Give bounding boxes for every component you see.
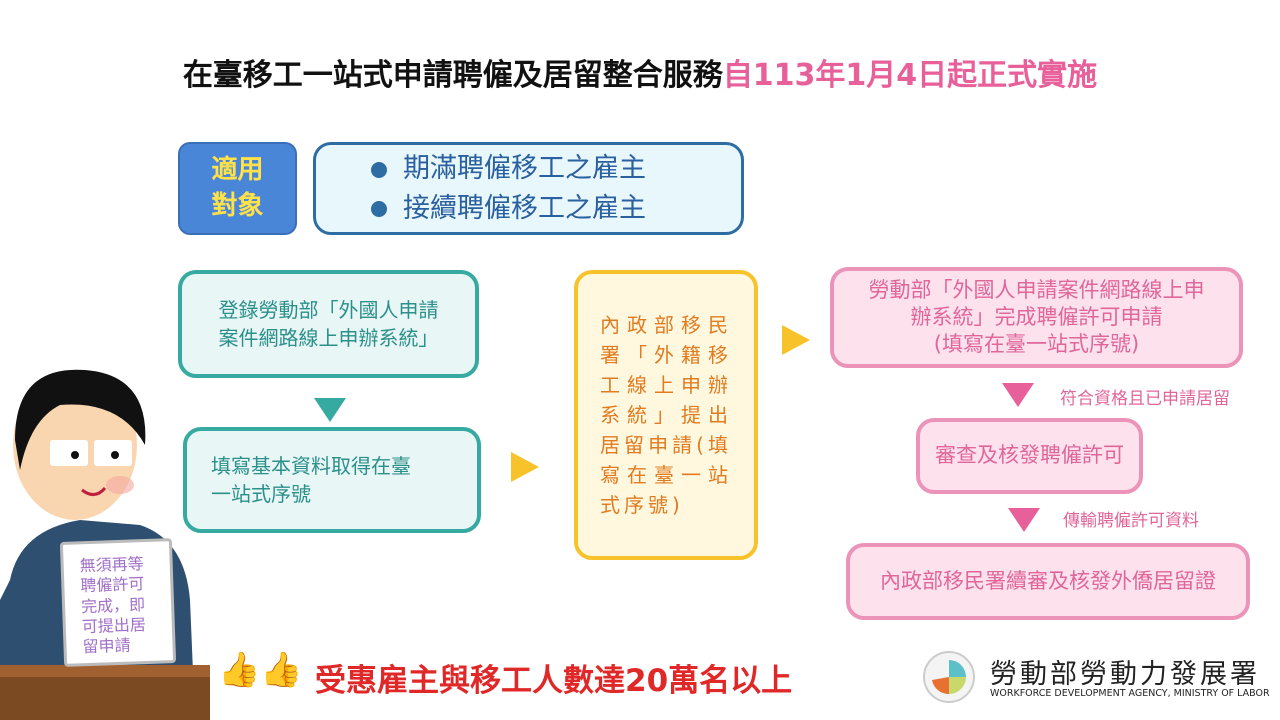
- flow-note: 傳輸聘僱許可資料: [1063, 511, 1199, 531]
- sign-board: 無須再等 聘僱許可 完成，即 可提出居 留申請: [59, 538, 177, 667]
- target-label-line: 適用: [211, 155, 264, 186]
- title-date: 自113年1月4日起正式實施: [722, 58, 1098, 93]
- step-text: 內政部移民署續審及核發外僑居留證: [880, 568, 1216, 593]
- step-text: (填寫在臺一站式序號): [933, 332, 1140, 357]
- arrow-down-icon: [314, 398, 346, 422]
- target-item-text: 期滿聘僱移工之雇主: [403, 153, 646, 185]
- agency-name-en: WORKFORCE DEVELOPMENT AGENCY, MINISTRY O…: [990, 688, 1270, 699]
- target-item: 接續聘僱移工之雇主: [371, 189, 646, 228]
- bullet-icon: [371, 161, 387, 178]
- target-item-text: 接續聘僱移工之雇主: [403, 192, 646, 224]
- flow-note: 符合資格且已申請居留: [1060, 389, 1230, 409]
- step-text: 登錄勞動部「外國人申請: [218, 298, 439, 322]
- step-fill: 填寫基本資料取得在臺一站式序號: [183, 427, 481, 533]
- bullet-icon: [371, 201, 387, 217]
- step-text: 辦系統」完成聘僱許可申請: [910, 304, 1163, 329]
- benefit-text: 受惠雇主與移工人數達20萬名以上: [315, 663, 793, 699]
- step-mol: 勞動部「外國人申請案件網路線上申辦系統」完成聘僱許可申請 (填寫在臺一站式序號): [830, 267, 1243, 368]
- step-review: 審查及核發聘僱許可: [916, 418, 1143, 494]
- step-login: 登錄勞動部「外國人申請案件網路線上申辦系統」: [178, 270, 479, 378]
- title-main: 在臺移工一站式申請聘僱及居留整合服務: [182, 58, 723, 93]
- arrow-down-icon: [1002, 383, 1034, 407]
- agency-name: 勞動部勞動力發展署: [990, 659, 1260, 690]
- target-item: 期滿聘僱移工之雇主: [371, 149, 646, 188]
- step-text: 審查及核發聘僱許可: [935, 443, 1124, 468]
- step-text: 內政部移民署「外籍移工線上申辦系統」提出居留申請(填寫在臺一站式序號): [600, 313, 732, 517]
- arrow-down-icon: [1008, 508, 1040, 532]
- step-text: 案件網路線上申辦系統」: [218, 326, 439, 350]
- target-label: 適用對象: [178, 142, 297, 235]
- step-text: 一站式序號: [211, 482, 311, 506]
- page-title: 在臺移工一站式申請聘僱及居留整合服務自113年1月4日起正式實施: [0, 50, 1280, 94]
- arrow-right-icon: [511, 452, 539, 482]
- step-text: 勞動部「外國人申請案件網路線上申: [868, 277, 1205, 302]
- agency-logo-icon: [923, 651, 975, 703]
- sign-text: 留申請: [82, 635, 131, 657]
- step-text: 填寫基本資料取得在臺: [211, 454, 411, 478]
- target-list: 期滿聘僱移工之雇主 接續聘僱移工之雇主: [313, 142, 744, 235]
- step-immigration: 內政部移民署「外籍移工線上申辦系統」提出居留申請(填寫在臺一站式序號): [574, 270, 758, 560]
- step-final: 內政部移民署續審及核發外僑居留證: [846, 543, 1250, 620]
- target-label-line: 對象: [211, 190, 264, 221]
- thumbs-up-icon: 👍👍: [218, 650, 303, 690]
- arrow-right-icon: [782, 325, 810, 355]
